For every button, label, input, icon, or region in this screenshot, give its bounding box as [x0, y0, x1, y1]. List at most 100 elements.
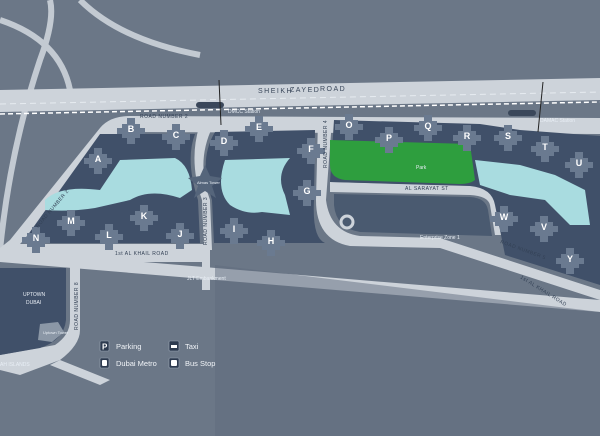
cluster-label: R	[464, 131, 471, 141]
damac-station-label: DAMAC Station	[540, 118, 575, 124]
building-cluster-v[interactable]: V	[530, 216, 558, 242]
cluster-label: P	[386, 133, 392, 143]
building	[530, 226, 558, 232]
cluster-label: V	[541, 222, 547, 232]
building	[166, 233, 194, 239]
building	[84, 158, 112, 164]
building-clusters: A B C D E F G H I JK L M N O P Q R S T U V W Y	[22, 114, 593, 274]
building-cluster-m[interactable]: M	[57, 210, 85, 236]
park-area	[330, 140, 475, 184]
cluster-label: N	[33, 233, 40, 243]
building	[375, 137, 403, 143]
building-cluster-b[interactable]: B	[117, 118, 145, 144]
cluster-label: O	[345, 120, 352, 130]
building-cluster-u[interactable]: U	[565, 152, 593, 178]
metro-line	[0, 101, 600, 115]
road-label: 1st AL KHAIL ROAD	[115, 251, 169, 257]
building	[293, 190, 321, 196]
cluster-label: E	[256, 122, 262, 132]
building-cluster-q[interactable]: Q	[414, 115, 442, 141]
legend-item-taxi: Taxi	[168, 340, 199, 352]
cluster-label: U	[576, 158, 583, 168]
building	[297, 148, 325, 154]
cluster-label: L	[106, 230, 112, 240]
building-cluster-l[interactable]: L	[95, 224, 123, 250]
uptown-tower[interactable]	[38, 322, 64, 342]
building-cluster-t[interactable]: T	[531, 136, 559, 162]
building-cluster-p[interactable]: P	[375, 127, 403, 153]
parking-icon	[99, 340, 110, 352]
road-network	[0, 116, 600, 290]
road-label: ROAD NUMBER 8	[74, 282, 80, 330]
cluster-label: W	[500, 212, 509, 222]
enterprise-zone-label: Enterprise Zone 1	[420, 235, 460, 241]
road-label: ZAYED	[290, 87, 320, 94]
building	[414, 125, 442, 131]
cluster-label: F	[308, 144, 314, 154]
cluster-label: S	[505, 131, 511, 141]
road-label: ROAD NUMBER 3	[203, 197, 209, 245]
uptown-label: UPTOWN	[23, 292, 46, 298]
building-cluster-y[interactable]: Y	[556, 248, 584, 274]
building-cluster-w[interactable]: W	[490, 206, 518, 232]
building-cluster-r[interactable]: R	[453, 125, 481, 151]
road-label: SHEIKH	[258, 88, 293, 95]
sheikh-zayed-road	[0, 78, 600, 112]
road-label: AL SARAYAT ST	[405, 186, 449, 192]
building	[117, 128, 145, 134]
building-cluster-a[interactable]: A	[84, 148, 112, 174]
highway-interchange	[0, 0, 201, 251]
building-cluster-h[interactable]: H	[257, 230, 285, 256]
building-cluster-d[interactable]: D	[210, 130, 238, 156]
cluster-label: B	[128, 124, 135, 134]
road-label: ROAD	[320, 86, 346, 93]
building	[245, 126, 273, 132]
dmcc-metro-station[interactable]	[196, 102, 224, 108]
almas-tower[interactable]	[188, 165, 222, 198]
jlt-embankment-label: JLT Embankment	[187, 276, 226, 282]
building	[556, 258, 584, 264]
building-cluster-j[interactable]: J	[166, 223, 194, 249]
cluster-label: Y	[567, 254, 573, 264]
legend: P Parking Taxi Dubai Metro Bus Stop	[99, 340, 215, 369]
building-cluster-n[interactable]: N	[22, 227, 50, 253]
dmcc-station-label: DMCC Station	[228, 109, 260, 115]
cluster-label: M	[67, 216, 75, 226]
road-label: ROAD NUMBER 2	[140, 114, 188, 120]
almas-tower-label: Almas Tower	[197, 180, 220, 185]
building-cluster-k[interactable]: K	[130, 205, 158, 231]
building	[57, 220, 85, 226]
cluster-label: I	[233, 224, 236, 234]
building-cluster-o[interactable]: O	[335, 114, 363, 140]
road-label: ROAD NUMBER 4	[323, 120, 329, 168]
building-cluster-i[interactable]: I	[220, 218, 248, 244]
building	[220, 228, 248, 234]
damac-metro-station[interactable]	[508, 110, 536, 116]
building-cluster-c[interactable]: C	[162, 124, 190, 150]
lakes	[45, 158, 590, 225]
cluster-label: T	[542, 142, 548, 152]
building	[490, 216, 518, 222]
park-label: Park	[416, 165, 427, 171]
building	[531, 146, 559, 152]
building	[22, 237, 50, 243]
legend-label: Bus Stop	[185, 359, 215, 368]
building	[565, 162, 593, 168]
building	[162, 134, 190, 140]
building	[257, 240, 285, 246]
legend-item-bus: Bus Stop	[168, 357, 215, 369]
legend-label: Parking	[116, 342, 141, 351]
cluster-label: G	[303, 186, 310, 196]
svg-text:P: P	[102, 343, 108, 352]
building-cluster-f[interactable]: F	[297, 138, 325, 164]
cluster-label: A	[95, 154, 102, 164]
building-cluster-e[interactable]: E	[245, 116, 273, 142]
cluster-label: D	[221, 136, 228, 146]
building	[210, 140, 238, 146]
building-cluster-g[interactable]: G	[293, 180, 321, 206]
building	[494, 135, 522, 141]
uptown-label: DUBAI	[26, 300, 41, 306]
uptown-tower-label: Uptown Tower	[43, 330, 69, 335]
building-cluster-s[interactable]: S	[494, 125, 522, 151]
building	[130, 215, 158, 221]
